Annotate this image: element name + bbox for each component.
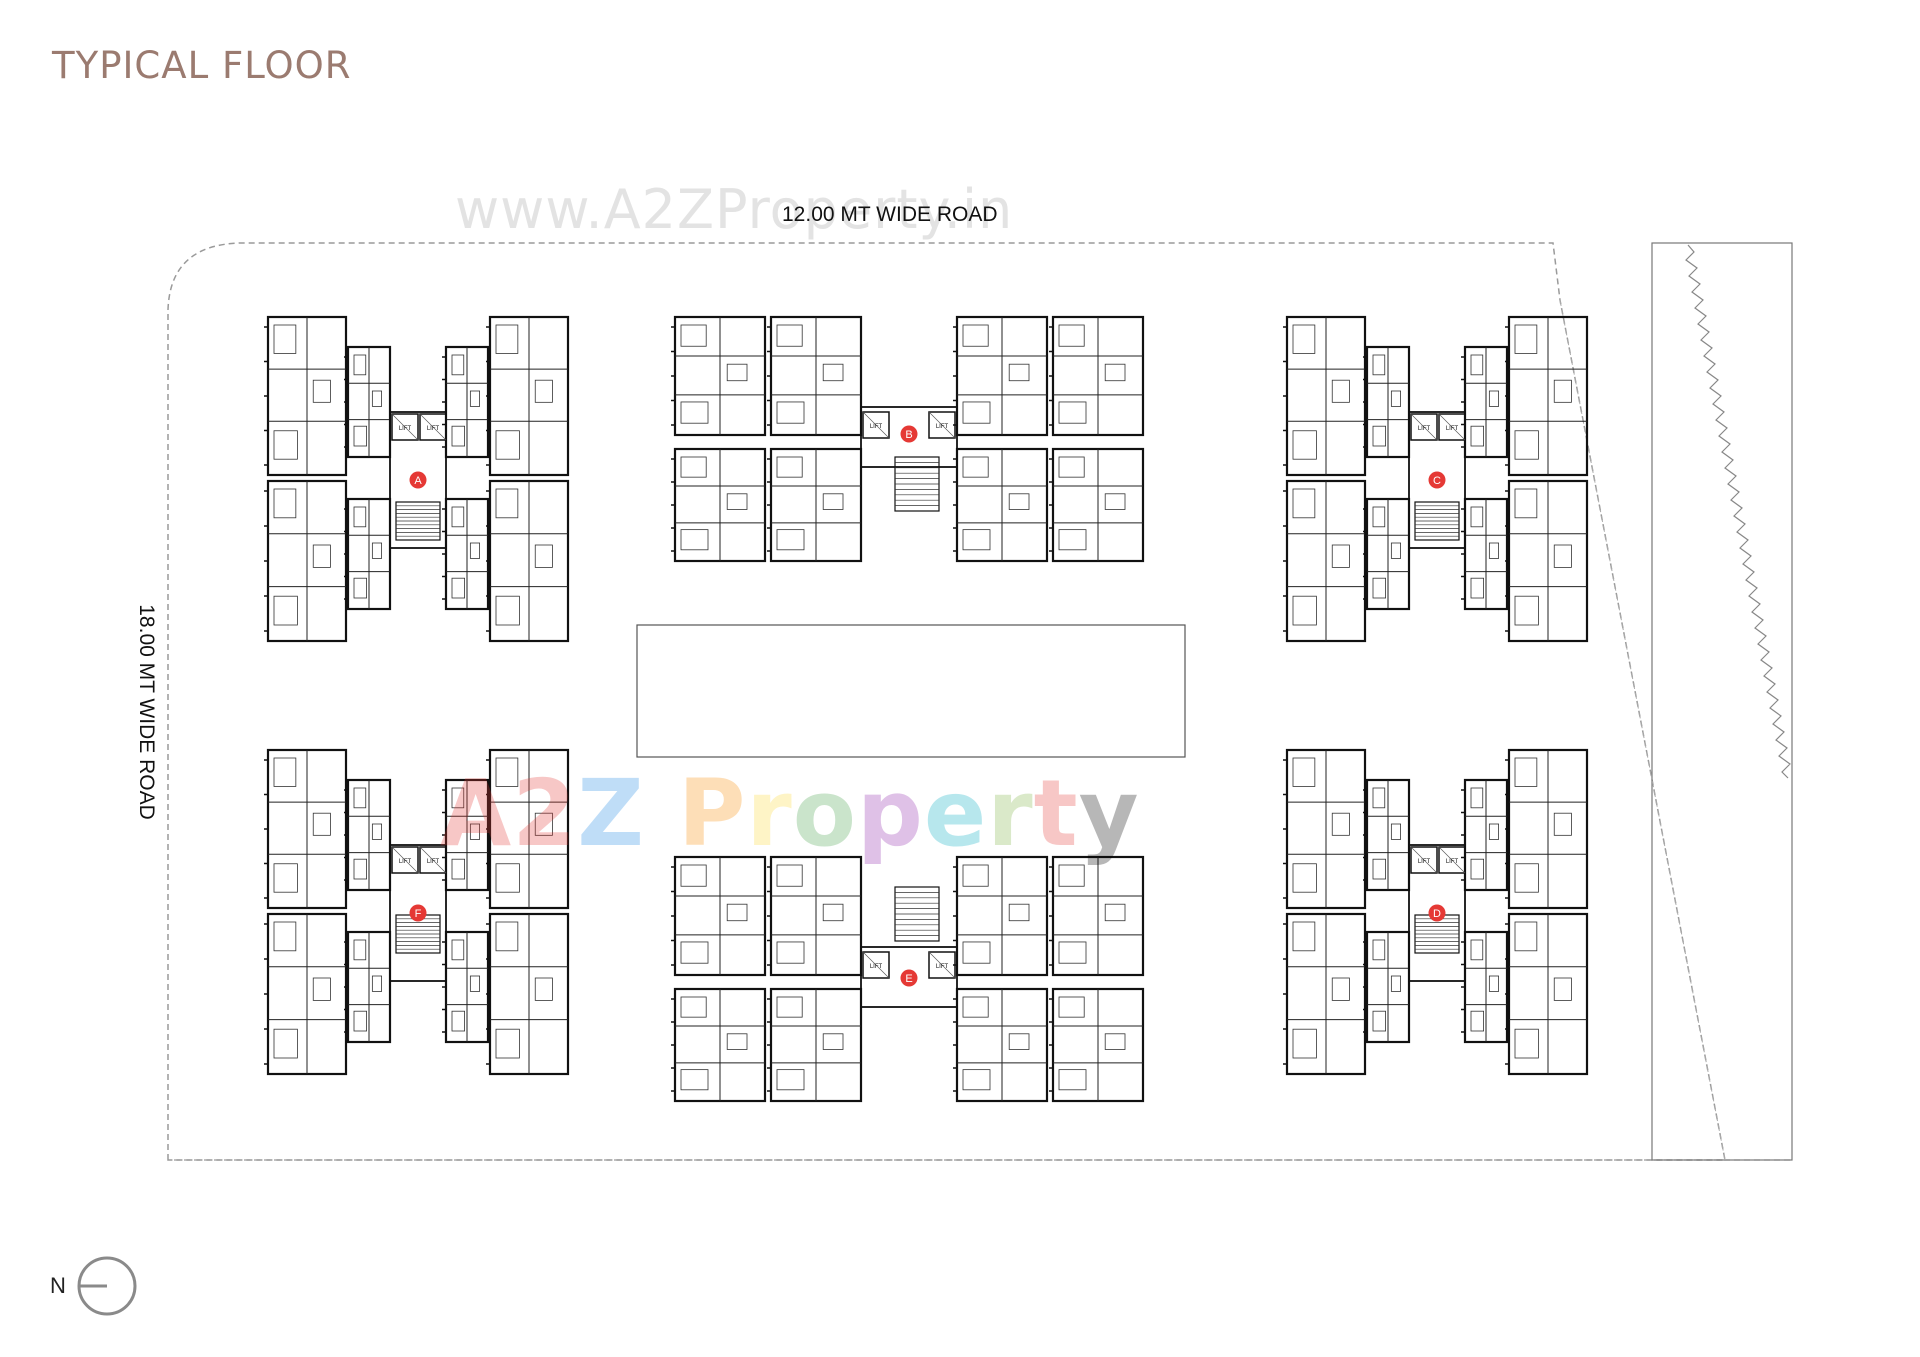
brand-watermark-letter: 2 [512, 760, 578, 867]
fence-line [1685, 244, 1791, 779]
lift-label: LIFT [1418, 859, 1431, 865]
lift-label: LIFT [427, 426, 440, 432]
north-arrow-icon [77, 1256, 137, 1316]
tower-label: F [415, 908, 422, 920]
site-boundary [167, 242, 1726, 1161]
tower-marker-b [900, 425, 918, 443]
brand-watermark-letter: P [677, 760, 747, 867]
lift-label: LIFT [399, 859, 412, 865]
tower-a: LIFT LIFT A [264, 315, 570, 643]
side-strip [1651, 242, 1793, 1161]
left-road-label: 18.00 MT WIDE ROAD [135, 604, 158, 820]
lift-label: LIFT [1446, 426, 1459, 432]
url-watermark: www.A2ZProperty.in [455, 178, 1014, 241]
page-title: TYPICAL FLOOR [52, 44, 352, 87]
brand-watermark-letter: p [857, 760, 924, 867]
tower-label: A [414, 475, 422, 487]
tower-label: E [905, 973, 912, 985]
tower-marker-e [900, 969, 918, 987]
brand-watermark-letter: r [746, 760, 793, 867]
tower-marker-c [1428, 471, 1446, 489]
lift-label: LIFT [936, 424, 949, 430]
central-open-space [636, 624, 1186, 758]
lift-label: LIFT [399, 426, 412, 432]
lift-label: LIFT [936, 964, 949, 970]
tower-marker-f [409, 904, 427, 922]
lift-label: LIFT [427, 859, 440, 865]
tower-e: LIFT LIFT E [671, 855, 1145, 1103]
lift-label: LIFT [870, 964, 883, 970]
brand-watermark-letter: y [1078, 760, 1140, 867]
brand-watermark-letter: A [440, 760, 513, 867]
brand-watermark-letter: t [1033, 760, 1079, 867]
lift-label: LIFT [1446, 859, 1459, 865]
tower-b: LIFT LIFT B [671, 315, 1145, 563]
brand-watermark: A2Z Property [440, 760, 1140, 867]
tower-c: LIFT LIFT C [1283, 315, 1589, 643]
brand-watermark-letter: Z [577, 760, 645, 867]
tower-label: C [1433, 475, 1441, 487]
tower-marker-a [409, 471, 427, 489]
brand-watermark-letter: r [987, 760, 1034, 867]
tower-label: D [1433, 908, 1441, 920]
north-label: N [50, 1273, 66, 1298]
tower-marker-d [1428, 904, 1446, 922]
brand-watermark-letter: o [792, 760, 857, 867]
top-road-label: 12.00 MT WIDE ROAD [782, 203, 998, 226]
brand-watermark-letter [645, 760, 678, 867]
tower-d: LIFT LIFT D [1283, 748, 1589, 1076]
tower-label: B [905, 429, 912, 441]
tower-f: LIFT LIFT F [264, 748, 570, 1076]
lift-label: LIFT [1418, 426, 1431, 432]
brand-watermark-letter: e [923, 760, 988, 867]
lift-label: LIFT [870, 424, 883, 430]
